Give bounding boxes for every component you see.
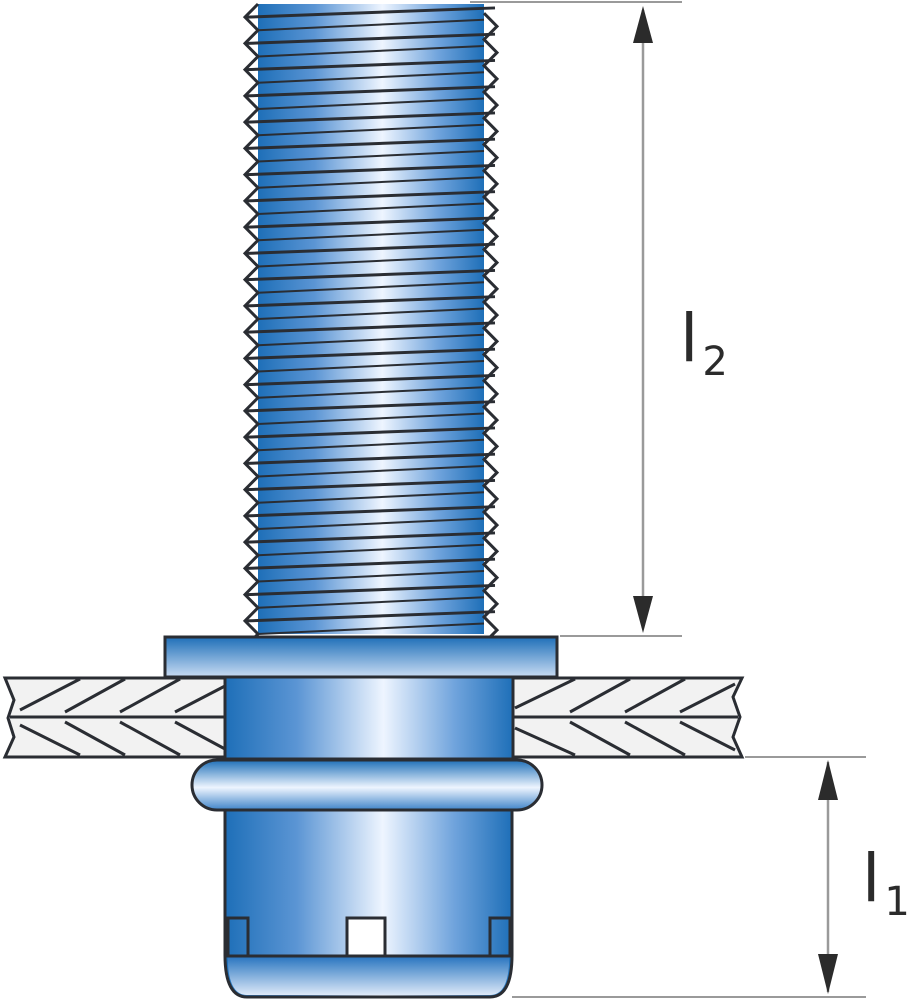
arrow-up-icon (818, 760, 838, 800)
bulge (190, 758, 544, 812)
rivet-body (223, 675, 515, 761)
dimension-symbol: l (680, 300, 699, 377)
sheet-metal-right (510, 676, 745, 759)
arrow-down-icon (818, 954, 838, 994)
dimension-subscript: 2 (702, 339, 728, 385)
threaded-stud (242, 2, 500, 658)
sheet-metal-left (2, 676, 227, 759)
dimension-symbol: l (862, 840, 881, 917)
arrow-down-icon (633, 596, 653, 633)
slot-center (345, 916, 387, 958)
arrow-up-icon (633, 6, 653, 43)
slot-left (226, 916, 250, 958)
slot-right (488, 916, 512, 958)
flange-head (163, 635, 559, 679)
dimension-extension-lines (470, 1, 866, 998)
rivet-shank (223, 803, 514, 999)
dimension-subscript: 1 (884, 879, 910, 925)
dimension-l2 (633, 6, 653, 633)
dimension-l1 (818, 760, 838, 994)
